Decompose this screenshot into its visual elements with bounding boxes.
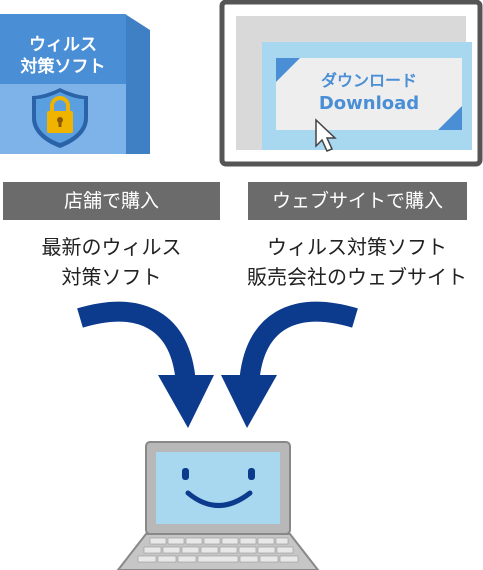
website-caption-line2: 販売会社のウェブサイト [247, 265, 467, 289]
download-button: ダウンロード Download [276, 70, 462, 116]
shield-lock-icon [32, 88, 88, 148]
store-caption-line2: 対策ソフト [61, 265, 162, 289]
cursor-icon [315, 118, 337, 152]
software-box-label-line2: 対策ソフト [20, 57, 106, 77]
arrow-left-icon [77, 301, 214, 428]
store-caption-line1: 最新のウィルス [41, 235, 182, 259]
arrow-right-icon [221, 301, 358, 428]
laptop-icon [116, 441, 320, 570]
software-box-label-line1: ウィルス [29, 35, 97, 55]
software-box [0, 14, 150, 154]
website-purchase-tag: ウェブサイトで購入 [248, 182, 467, 220]
website-caption-line1: ウィルス対策ソフト [267, 235, 447, 259]
store-purchase-tag: 店舗で購入 [3, 182, 220, 220]
download-button-graphic [276, 58, 462, 130]
download-label-en: Download [318, 93, 420, 114]
download-label-jp: ダウンロード [320, 71, 417, 90]
software-box-label: ウィルス 対策ソフト [0, 34, 126, 78]
store-caption: 最新のウィルス 対策ソフト [3, 232, 220, 292]
website-caption: ウィルス対策ソフト 販売会社のウェブサイト [232, 232, 482, 292]
smiley-face [182, 468, 255, 508]
